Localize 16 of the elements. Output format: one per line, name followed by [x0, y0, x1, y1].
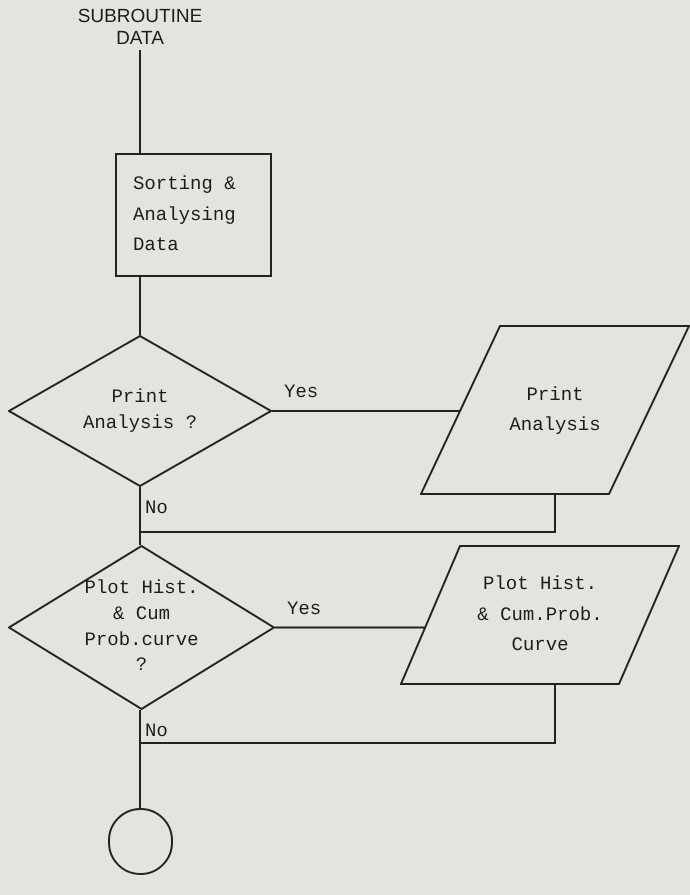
connector-line [275, 626, 425, 628]
connector-line [139, 495, 556, 545]
node-text: Plot Hist. & Cum.Prob. Curve [476, 572, 604, 658]
node-text: Plot Hist. & Cum Prob.curve ? [83, 576, 200, 678]
node-text: SUBROUTINE DATA [76, 6, 204, 50]
output-parallelogram [420, 325, 690, 495]
connector-line [139, 277, 141, 335]
process-box [115, 153, 272, 277]
connector-line [139, 50, 141, 153]
decision-diamond [8, 545, 275, 710]
node-text: Sorting & Analysing Data [133, 172, 237, 258]
output-parallelogram [400, 545, 680, 685]
node-text: Print Analysis ? [82, 385, 198, 436]
node-text: Print Analysis [508, 382, 602, 438]
connector-line [272, 410, 460, 412]
decision-diamond [8, 335, 272, 487]
